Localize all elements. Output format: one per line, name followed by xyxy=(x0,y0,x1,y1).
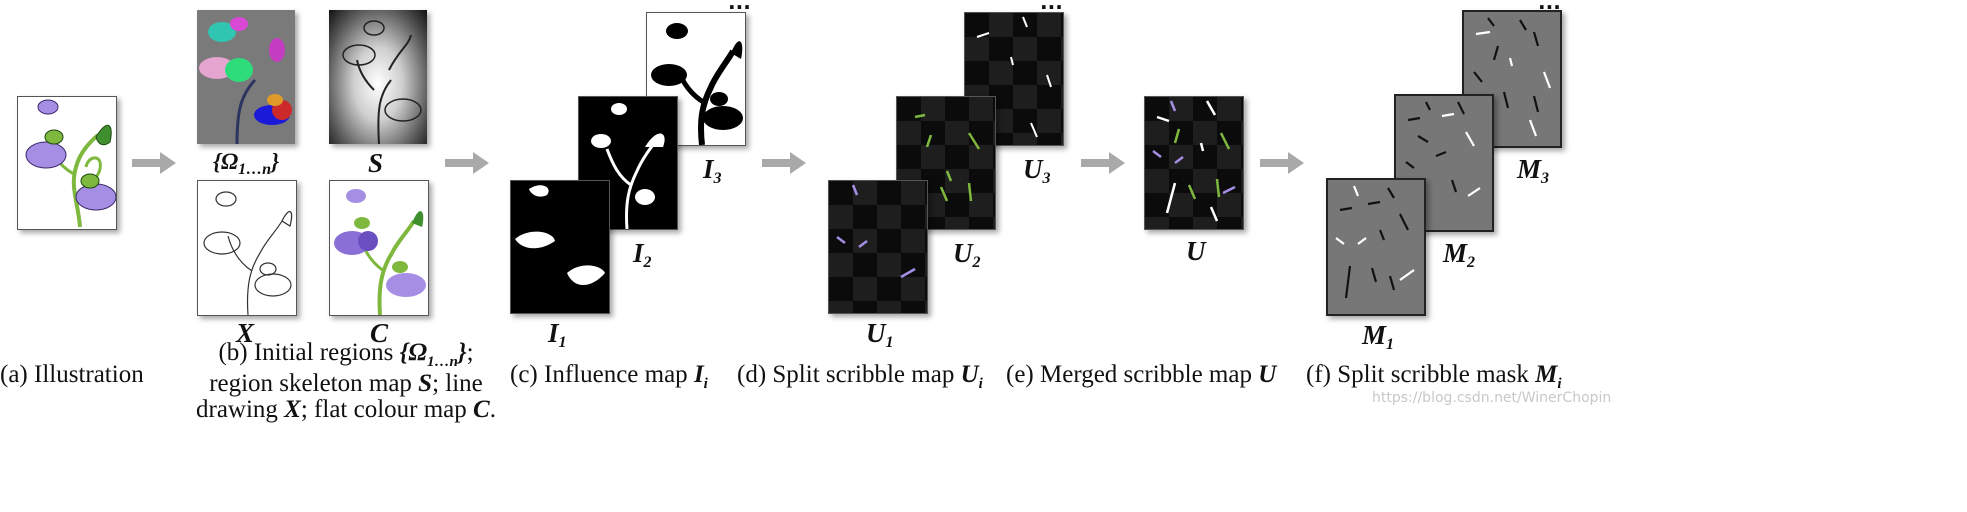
arrow-right-icon xyxy=(132,152,176,174)
u-label: U xyxy=(1186,236,1206,266)
omega-label: {Ω1…n} xyxy=(213,149,280,178)
flat-colour-map-panel xyxy=(329,180,429,316)
caption-b-line2: region skeleton map S; line xyxy=(209,369,483,397)
split-scribble-map-1 xyxy=(828,180,928,314)
caption-f: (f) Split scribble mask Mi xyxy=(1306,361,1562,392)
arrow-right-icon xyxy=(1260,152,1304,174)
u3-label: U3 xyxy=(1023,154,1051,187)
line-drawing-panel xyxy=(197,180,297,316)
ellipsis-icon: ... xyxy=(1538,0,1561,14)
ellipsis-icon: ... xyxy=(1040,0,1063,14)
caption-c: (c) Influence map Ii xyxy=(510,361,708,392)
caption-b-line1: (b) Initial regions {Ω1…n}; xyxy=(218,339,474,370)
m2-label: M2 xyxy=(1443,238,1476,271)
initial-regions-panel xyxy=(197,10,295,144)
u2-label: U2 xyxy=(953,238,981,271)
u1-label: U1 xyxy=(866,318,894,351)
watermark: https://blog.csdn.net/WinerChopin xyxy=(1372,390,1612,406)
regions-art xyxy=(199,17,292,144)
line-drawing-art xyxy=(203,191,293,315)
s-label: S xyxy=(368,148,384,178)
m1-label: M1 xyxy=(1362,320,1395,353)
i1-label: I1 xyxy=(548,318,567,351)
ellipsis-icon: ... xyxy=(728,0,751,14)
split-scribble-mask-1 xyxy=(1326,178,1426,316)
flat-colour-art xyxy=(334,189,426,315)
i2-label: I2 xyxy=(633,238,652,271)
arrow-right-icon xyxy=(762,152,806,174)
merged-scribble-map xyxy=(1144,96,1244,230)
caption-b: (b) Initial regions {Ω1…n}; region skele… xyxy=(196,339,496,423)
skeleton-art xyxy=(342,20,422,144)
split-scribble-map-2 xyxy=(896,96,996,230)
arrow-right-icon xyxy=(445,152,489,174)
caption-e: (e) Merged scribble map U xyxy=(1006,361,1277,388)
m3-label: M3 xyxy=(1517,154,1550,187)
caption-d: (d) Split scribble map Ui xyxy=(737,361,983,392)
caption-b-line3: drawing X; flat colour map C. xyxy=(196,396,496,423)
arrow-right-icon xyxy=(1081,152,1125,174)
skeleton-map-panel xyxy=(329,10,427,144)
illustration-panel xyxy=(17,96,117,230)
c-label: C xyxy=(370,318,389,348)
influence-map-1 xyxy=(510,180,610,314)
x-label: X xyxy=(236,318,255,348)
caption-a: (a) Illustration xyxy=(0,361,144,388)
i3-label: I3 xyxy=(703,154,722,187)
illustration-art xyxy=(25,99,116,228)
split-scribble-mask-2 xyxy=(1394,94,1494,232)
